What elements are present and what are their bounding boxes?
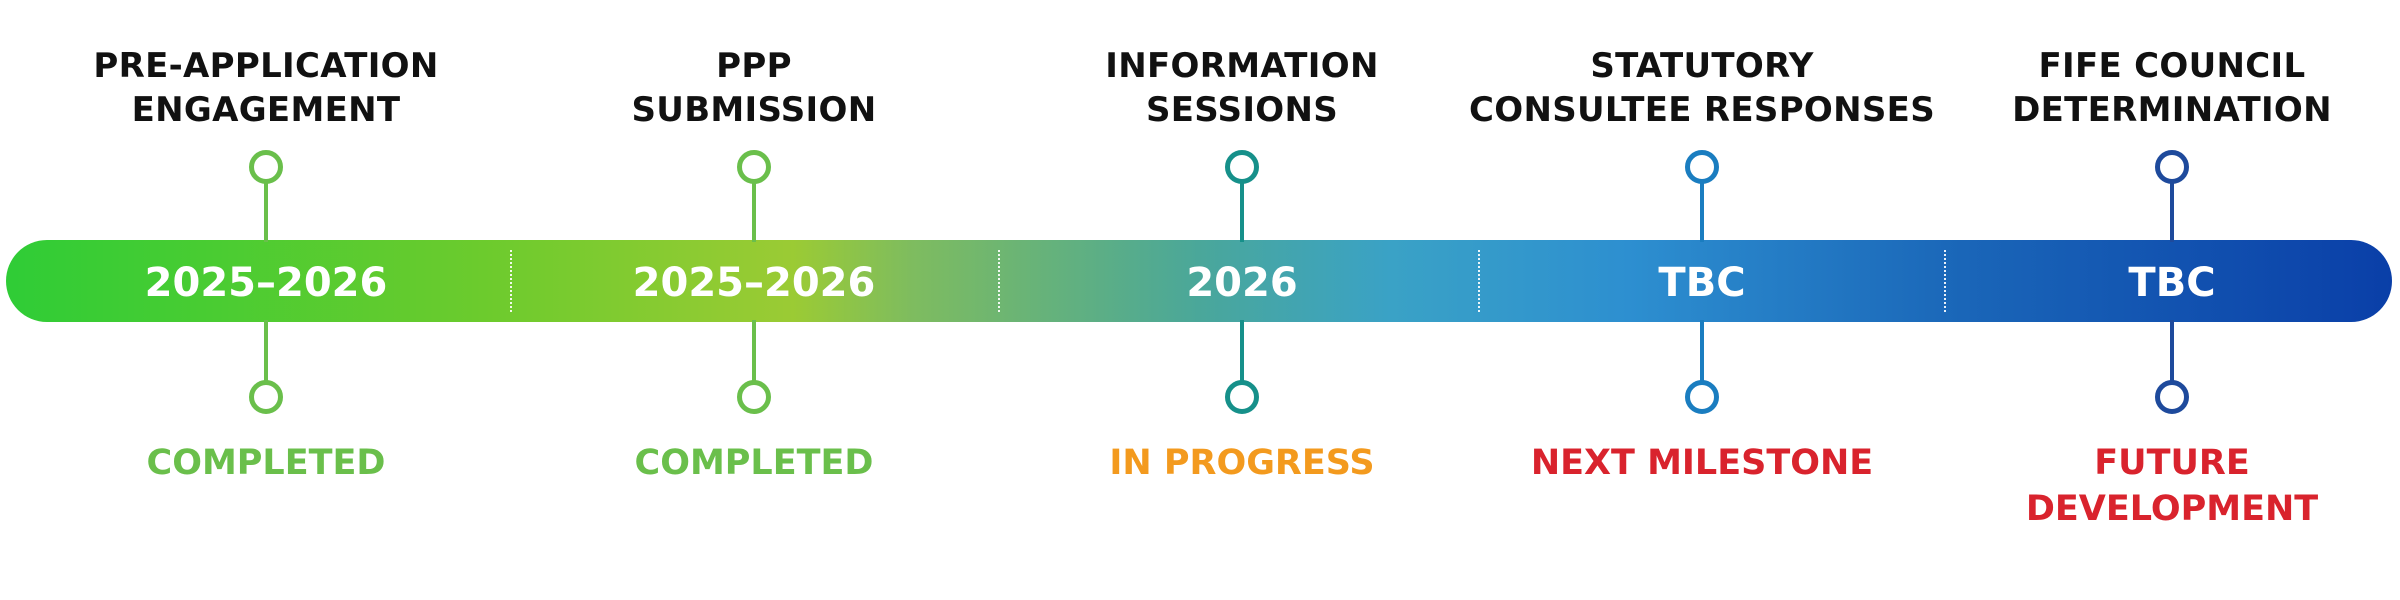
stage-connector-top bbox=[737, 150, 771, 242]
connector-stem bbox=[1240, 320, 1244, 382]
stage-connector-bottom bbox=[1685, 320, 1719, 414]
milestone-node-icon bbox=[737, 150, 771, 184]
timeline-bar bbox=[6, 240, 2392, 322]
stage-title-line: SESSIONS bbox=[1145, 90, 1339, 130]
stage-status: NEXT MILESTONE bbox=[1442, 440, 1962, 486]
connector-stem bbox=[752, 320, 756, 382]
timeline-divider bbox=[998, 250, 1000, 312]
stage-connector-bottom bbox=[2155, 320, 2189, 414]
milestone-node-icon bbox=[249, 380, 283, 414]
stage-title-line: CONSULTEE RESPONSES bbox=[1469, 90, 1935, 130]
stage-connector-top bbox=[1225, 150, 1259, 242]
stage-period: TBC bbox=[1658, 260, 1746, 306]
stage-status-line: NEXT MILESTONE bbox=[1530, 443, 1874, 483]
stage-status: COMPLETED bbox=[494, 440, 1014, 486]
stage-status-line: IN PROGRESS bbox=[1109, 443, 1375, 483]
milestone-node-icon bbox=[737, 380, 771, 414]
timeline-divider bbox=[1478, 250, 1480, 312]
connector-stem bbox=[1240, 180, 1244, 242]
stage-status: COMPLETED bbox=[6, 440, 526, 486]
milestone-node-icon bbox=[2155, 150, 2189, 184]
connector-stem bbox=[752, 180, 756, 242]
stage-title-line: INFORMATION bbox=[1105, 46, 1379, 86]
connector-stem bbox=[264, 320, 268, 382]
stage-connector-top bbox=[2155, 150, 2189, 242]
stage-period: 2025–2026 bbox=[144, 260, 388, 306]
stage-period: TBC bbox=[2128, 260, 2216, 306]
timeline-divider bbox=[510, 250, 512, 312]
connector-stem bbox=[1700, 180, 1704, 242]
stage-status-line: FUTURE bbox=[2094, 443, 2250, 483]
stage-title-line: PRE-APPLICATION bbox=[93, 46, 439, 86]
stage-period: 2025–2026 bbox=[632, 260, 876, 306]
stage-title-line: DETERMINATION bbox=[2012, 90, 2332, 130]
connector-stem bbox=[264, 180, 268, 242]
stage-title-line: FIFE COUNCIL bbox=[2038, 46, 2306, 86]
stage-status-line: DEVELOPMENT bbox=[2025, 489, 2319, 529]
stage-title-line: PPP bbox=[716, 46, 792, 86]
milestone-node-icon bbox=[1225, 380, 1259, 414]
stage-status-line: COMPLETED bbox=[634, 443, 874, 483]
connector-stem bbox=[2170, 180, 2174, 242]
milestone-node-icon bbox=[1685, 380, 1719, 414]
timeline-divider bbox=[1944, 250, 1946, 312]
stage-status: IN PROGRESS bbox=[982, 440, 1502, 486]
stage-title-line: ENGAGEMENT bbox=[131, 90, 401, 130]
stage-period: 2026 bbox=[1186, 260, 1298, 306]
milestone-node-icon bbox=[1225, 150, 1259, 184]
stage-connector-bottom bbox=[737, 320, 771, 414]
connector-stem bbox=[1700, 320, 1704, 382]
stage-status-line: COMPLETED bbox=[146, 443, 386, 483]
stage-status: FUTURE DEVELOPMENT bbox=[1912, 440, 2400, 532]
stage-connector-top bbox=[249, 150, 283, 242]
stage-connector-bottom bbox=[249, 320, 283, 414]
stage-title-line: SUBMISSION bbox=[631, 90, 877, 130]
milestone-node-icon bbox=[2155, 380, 2189, 414]
stage-title-line: STATUTORY bbox=[1590, 46, 1814, 86]
stage-connector-bottom bbox=[1225, 320, 1259, 414]
connector-stem bbox=[2170, 320, 2174, 382]
stage-connector-top bbox=[1685, 150, 1719, 242]
milestone-node-icon bbox=[249, 150, 283, 184]
milestone-node-icon bbox=[1685, 150, 1719, 184]
